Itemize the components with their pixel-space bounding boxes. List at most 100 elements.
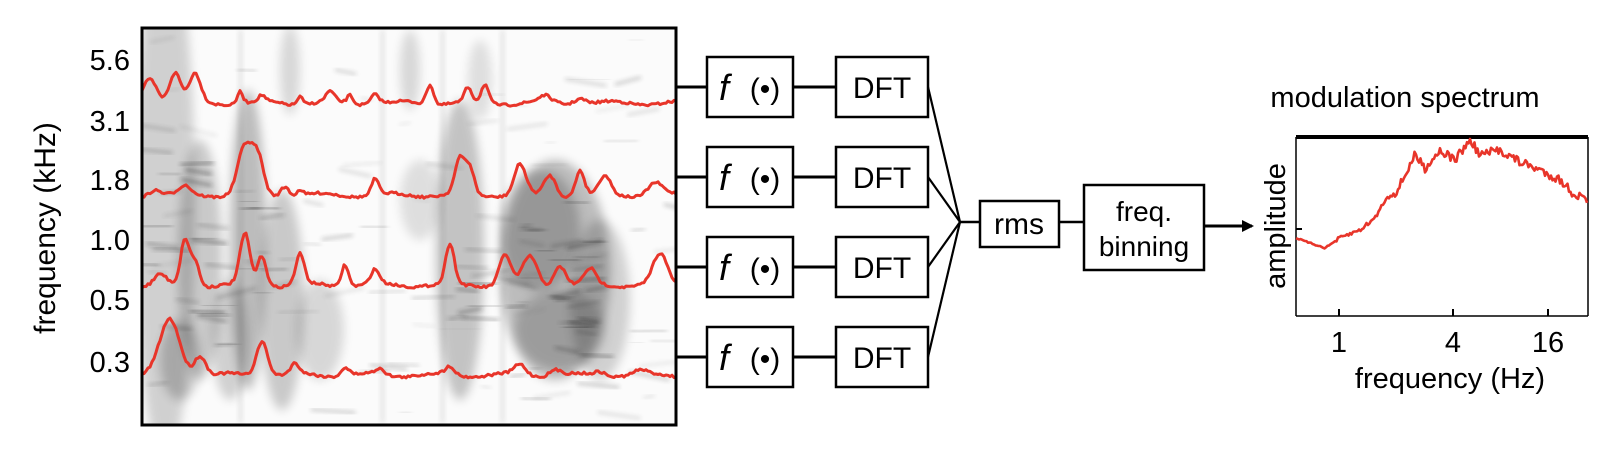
harmonic-streak bbox=[175, 297, 200, 304]
harmonic-streak bbox=[467, 119, 499, 126]
harmonic-streak bbox=[604, 139, 639, 143]
y-tick-label: 1.0 bbox=[90, 225, 130, 257]
harmonic-streak bbox=[245, 259, 264, 266]
harmonic-streak bbox=[533, 391, 571, 400]
harmonic-streak bbox=[663, 203, 676, 209]
nonlinearity-box bbox=[705, 325, 795, 389]
dft-label: DFT bbox=[853, 252, 911, 285]
onset-stripe bbox=[238, 30, 243, 423]
harmonic-streak bbox=[571, 264, 604, 272]
harmonic-streak bbox=[551, 290, 581, 299]
harmonic-streak bbox=[567, 300, 600, 309]
function-argument: (•) bbox=[750, 253, 780, 286]
harmonic-streak bbox=[554, 296, 574, 302]
harmonic-streak bbox=[630, 329, 668, 333]
harmonic-streak bbox=[398, 121, 411, 127]
spectrogram-frame bbox=[140, 26, 678, 427]
harmonic-streak bbox=[146, 242, 179, 249]
harmonic-streak bbox=[580, 353, 614, 359]
spectrogram-ylabel: frequency (kHz) bbox=[29, 122, 62, 334]
harmonic-streak bbox=[531, 163, 568, 167]
harmonic-streak bbox=[215, 286, 257, 300]
harmonic-streak bbox=[597, 411, 641, 420]
dft-box bbox=[834, 145, 930, 209]
harmonic-streak bbox=[517, 300, 530, 305]
harmonic-streak bbox=[158, 172, 182, 176]
harmonic-streak bbox=[368, 289, 406, 294]
harmonic-streak bbox=[506, 122, 548, 131]
harmonic-streak bbox=[324, 286, 365, 298]
y-tick-label: 0.3 bbox=[90, 347, 130, 379]
dft-label: DFT bbox=[853, 72, 911, 105]
spectral-energy bbox=[296, 280, 344, 380]
merge-line bbox=[927, 221, 961, 268]
spectral-energy bbox=[400, 30, 420, 110]
harmonic-streak bbox=[216, 342, 240, 346]
harmonic-streak bbox=[559, 319, 579, 325]
harmonic-streak bbox=[568, 321, 597, 328]
harmonic-streak bbox=[338, 167, 372, 178]
y-tick-label: 5.6 bbox=[90, 45, 130, 77]
band-envelope-line bbox=[142, 316, 676, 380]
y-tick-label: 1.8 bbox=[90, 165, 130, 197]
harmonic-streak bbox=[204, 263, 239, 270]
harmonic-streak bbox=[369, 363, 408, 371]
band-envelopes bbox=[142, 70, 676, 380]
spectrogram-panel: 5.6 3.1 1.8 1.0 0.5 0.3 frequency (kHz) bbox=[29, 26, 678, 427]
spectral-energy bbox=[468, 40, 492, 120]
harmonic-streak bbox=[577, 382, 620, 389]
harmonic-streak bbox=[462, 316, 499, 322]
harmonic-streak bbox=[197, 223, 229, 230]
dft-box bbox=[834, 55, 930, 119]
harmonic-streak bbox=[578, 317, 600, 324]
harmonic-streak bbox=[412, 322, 436, 328]
mod-ylabel: amplitude bbox=[1260, 163, 1292, 289]
harmonic-streak bbox=[562, 367, 577, 373]
harmonic-streak bbox=[505, 272, 544, 280]
harmonic-streak bbox=[509, 373, 526, 378]
binning-label-line2: binning bbox=[1099, 231, 1189, 262]
harmonic-streak bbox=[398, 411, 412, 414]
harmonic-streak bbox=[149, 36, 175, 44]
harmonic-streak bbox=[147, 381, 169, 387]
function-argument: (•) bbox=[750, 343, 780, 376]
harmonic-streak bbox=[480, 384, 492, 390]
harmonic-streak bbox=[277, 309, 319, 314]
mod-xlabel: frequency (Hz) bbox=[1355, 363, 1545, 395]
dft-label: DFT bbox=[853, 342, 911, 375]
harmonic-streak bbox=[627, 107, 660, 116]
harmonic-streak bbox=[650, 339, 676, 343]
harmonic-streak bbox=[189, 309, 226, 314]
rms-label: rms bbox=[994, 208, 1044, 241]
harmonic-streak bbox=[334, 68, 357, 76]
harmonic-streak bbox=[163, 209, 193, 218]
y-tick-label: 3.1 bbox=[90, 106, 130, 138]
harmonic-streak bbox=[514, 307, 546, 317]
harmonic-streak bbox=[476, 214, 515, 222]
harmonic-streak bbox=[310, 408, 356, 414]
harmonic-streak bbox=[142, 224, 173, 228]
harmonic-streak bbox=[521, 397, 551, 401]
harmonic-streak bbox=[550, 239, 583, 248]
harmonic-streak bbox=[585, 285, 608, 292]
harmonic-streak bbox=[520, 223, 532, 228]
onset-stripe bbox=[380, 30, 385, 423]
harmonic-streak bbox=[411, 294, 455, 300]
harmonic-streak bbox=[505, 304, 527, 309]
merge-line bbox=[926, 221, 962, 358]
spectrogram-y-ticks: 5.6 3.1 1.8 1.0 0.5 0.3 bbox=[90, 45, 130, 379]
dft-box bbox=[834, 235, 930, 299]
band-envelope-line bbox=[142, 231, 676, 290]
merge-line bbox=[927, 176, 961, 223]
y-tick-label: 0.5 bbox=[90, 285, 130, 317]
harmonic-streak bbox=[457, 307, 483, 315]
mod-x-tick-label: 4 bbox=[1445, 327, 1461, 359]
harmonic-streak bbox=[653, 248, 676, 254]
nonlinearity-box bbox=[705, 55, 795, 119]
harmonic-streak bbox=[554, 346, 580, 354]
harmonic-streak bbox=[199, 312, 230, 317]
harmonic-streak bbox=[167, 87, 181, 93]
spectral-energy bbox=[280, 28, 300, 115]
harmonic-streak bbox=[180, 178, 212, 187]
